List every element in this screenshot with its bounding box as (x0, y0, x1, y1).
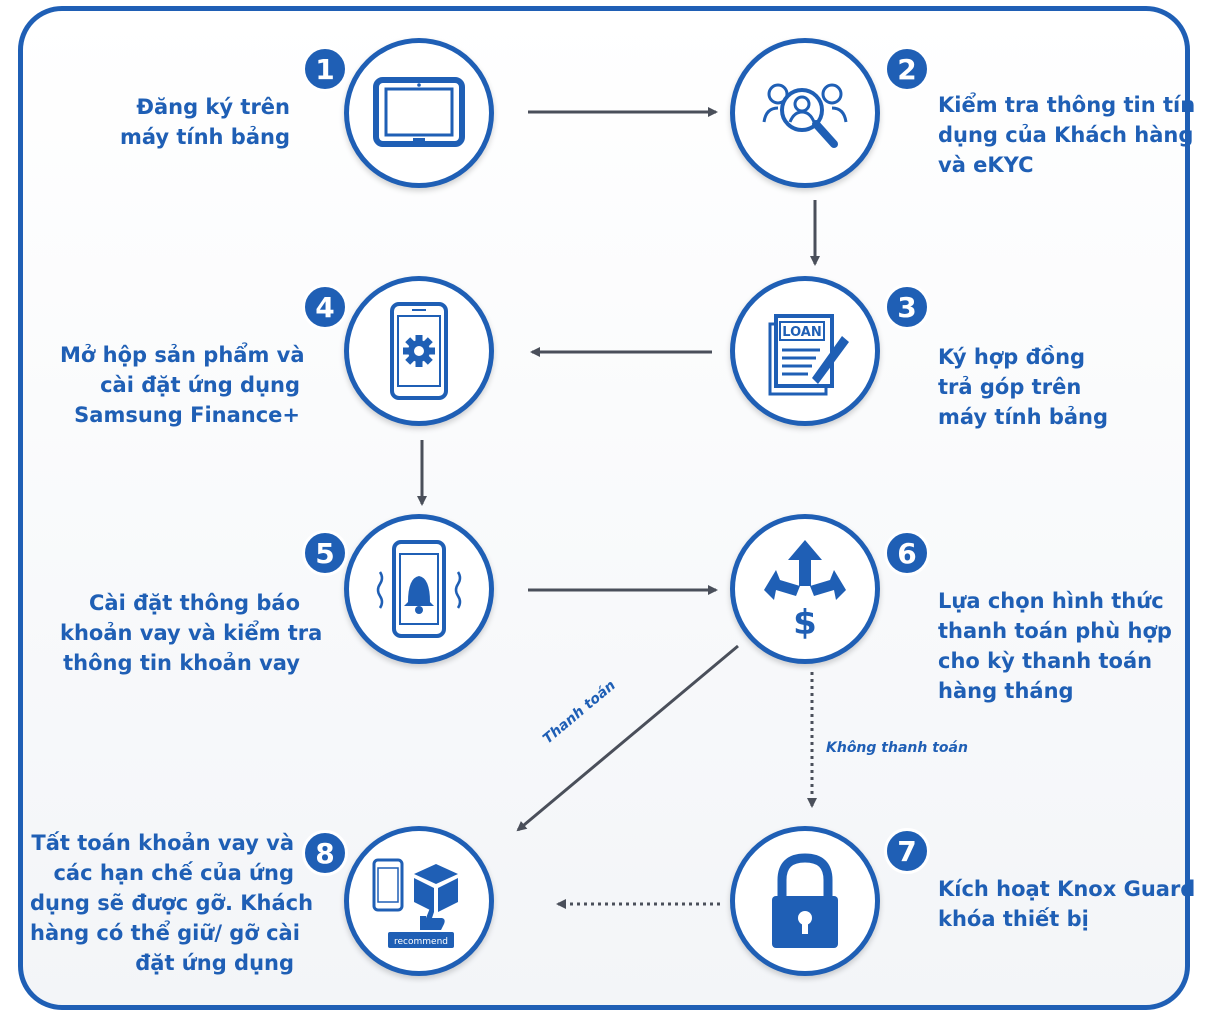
step-3-node: LOAN (730, 276, 880, 426)
step-6-label: Lựa chọn hình thức thanh toán phù hợp ch… (938, 589, 1172, 703)
step-7-node (730, 826, 880, 976)
edge-6-8 (516, 644, 739, 832)
step-7-badge: 7 (884, 828, 930, 874)
loan-text: LOAN (782, 325, 821, 340)
step-5-label: Cài đặt thông báo khoản vay và kiểm tra … (60, 591, 323, 675)
step-3-label: Ký hợp đồng trả góp trên máy tính bảng (938, 345, 1109, 429)
step-1-node (344, 38, 494, 188)
step-2-node (730, 38, 880, 188)
step-3-badge: 3 (884, 284, 930, 330)
tablet-icon (373, 77, 465, 147)
step-1-badge: 1 (302, 46, 348, 92)
step-4-badge: 4 (302, 284, 348, 330)
edge-label-no-pay: Không thanh toán (826, 740, 968, 756)
step-7-label: Kích hoạt Knox Guard khóa thiết bị (938, 877, 1196, 931)
people-search-icon (762, 83, 848, 148)
step-6-badge: 6 (884, 530, 930, 576)
loan-document-icon: LOAN (768, 314, 849, 396)
padlock-icon (772, 853, 838, 948)
step-5-node (344, 514, 494, 664)
recommend-text: recommend (394, 937, 448, 947)
step-2-badge: 2 (884, 46, 930, 92)
payment-options-icon: $ (764, 540, 846, 643)
phone-bell-icon (376, 540, 462, 638)
step-6-node: $ (730, 514, 880, 664)
diagram-frame (18, 6, 1190, 1010)
step-8-badge: 8 (302, 830, 348, 876)
step-4-node (344, 276, 494, 426)
unbox-recommend-icon: recommend (372, 858, 458, 948)
step-1-label: Đăng ký trên máy tính bảng (119, 95, 290, 149)
svg-text:$: $ (793, 603, 817, 643)
step-5-badge: 5 (302, 530, 348, 576)
step-2-label: Kiểm tra thông tin tín dụng của Khách hà… (938, 93, 1196, 177)
step-8-label: Tất toán khoản vay và các hạn chế của ứn… (30, 831, 314, 975)
step-8-node: recommend (344, 826, 494, 976)
step-4-label: Mở hộp sản phẩm và cài đặt ứng dụng Sams… (60, 343, 305, 427)
phone-gear-icon (390, 302, 448, 400)
